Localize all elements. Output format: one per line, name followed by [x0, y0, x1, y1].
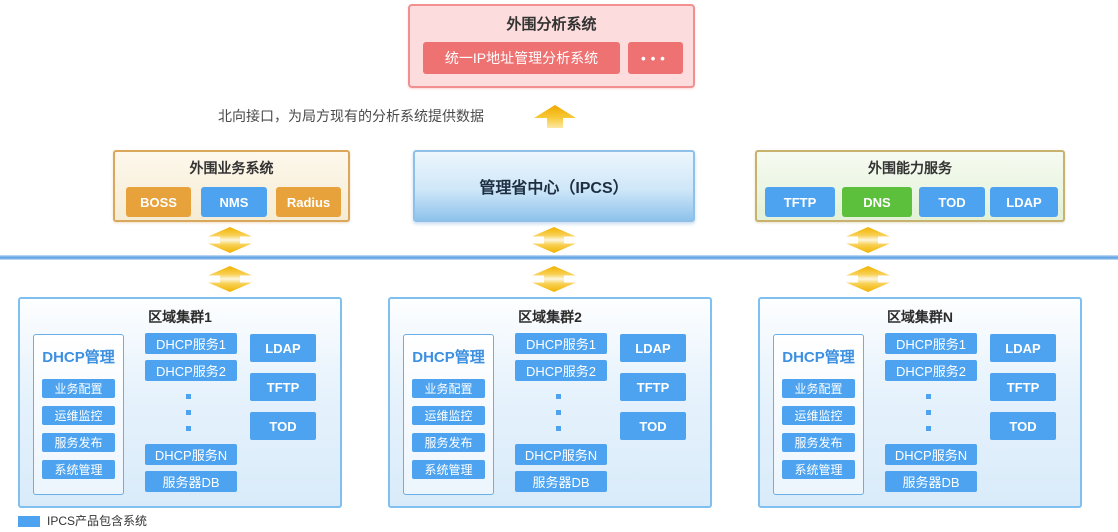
region-cluster-2: 区域集群2 DHCP管理 业务配置 运维监控 服务发布 系统管理 DHCP服务1… — [388, 297, 712, 508]
dhcp-service-block: DHCP服务2 — [515, 360, 607, 381]
unified-ip-analysis-button: 统一IP地址管理分析系统 — [423, 42, 620, 74]
dhcp-mgmt-item: 业务配置 — [412, 379, 485, 398]
dhcp-mgmt-item: 运维监控 — [412, 406, 485, 425]
cluster-title: 区域集群1 — [148, 309, 212, 325]
dhcp-service-block: DHCP服务2 — [885, 360, 977, 381]
dhcp-mgmt-item: 服务发布 — [42, 433, 115, 452]
dhcp-management-title: DHCP管理 — [782, 349, 855, 366]
business-systems-title: 外围业务系统 — [189, 160, 274, 176]
dhcp-mgmt-item: 系统管理 — [412, 460, 485, 479]
ldap-block: LDAP — [620, 334, 686, 362]
dhcp-mgmt-item: 系统管理 — [42, 460, 115, 479]
dhcp-management-title: DHCP管理 — [42, 349, 115, 366]
analysis-system-title: 外围分析系统 — [506, 16, 597, 33]
tftp-block: TFTP — [620, 373, 686, 401]
region-cluster-1: 区域集群1 DHCP管理 业务配置 运维监控 服务发布 系统管理 DHCP服务1… — [18, 297, 342, 508]
dhcp-mgmt-item: 服务发布 — [412, 433, 485, 452]
dhcp-service-block: DHCP服务N — [145, 444, 237, 465]
dhcp-service-block: DHCP服务N — [515, 444, 607, 465]
analysis-system-panel: 外围分析系统 统一IP地址管理分析系统 ••• — [408, 4, 695, 88]
capability-services-panel: 外围能力服务 TFTP DNS TOD LDAP — [755, 150, 1065, 222]
dhcp-service-block: DHCP服务1 — [515, 333, 607, 354]
legend-label: IPCS产品包含系统 — [47, 514, 148, 528]
tftp-block: TFTP — [250, 373, 316, 401]
vertical-ellipsis-icon — [186, 394, 191, 431]
dhcp-mgmt-item: 系统管理 — [782, 460, 855, 479]
cluster-title: 区域集群2 — [518, 309, 582, 325]
dhcp-management-panel: DHCP管理 业务配置 运维监控 服务发布 系统管理 — [403, 334, 494, 495]
dhcp-management-panel: DHCP管理 业务配置 运维监控 服务发布 系统管理 — [773, 334, 864, 495]
legend-swatch — [18, 516, 40, 527]
tod-block: TOD — [990, 412, 1056, 440]
capability-services-title: 外围能力服务 — [868, 160, 952, 176]
northbound-interface-note: 北向接口，为局方现有的分析系统提供数据 — [218, 108, 484, 124]
dhcp-service-block: DHCP服务1 — [145, 333, 237, 354]
vertical-ellipsis-icon — [556, 394, 561, 431]
ldap-block: LDAP — [250, 334, 316, 362]
ldap-block: LDAP — [990, 187, 1058, 217]
server-db-block: 服务器DB — [885, 471, 977, 492]
double-arrow-icon — [207, 266, 253, 292]
provincial-center-panel: 管理省中心（IPCS） — [413, 150, 695, 222]
tftp-block: TFTP — [765, 187, 835, 217]
dhcp-service-block: DHCP服务N — [885, 444, 977, 465]
cluster-title: 区域集群N — [886, 309, 954, 325]
ldap-block: LDAP — [990, 334, 1056, 362]
vertical-ellipsis-icon — [926, 394, 931, 431]
tod-block: TOD — [250, 412, 316, 440]
tftp-block: TFTP — [990, 373, 1056, 401]
server-db-block: 服务器DB — [515, 471, 607, 492]
nms-block: NMS — [201, 187, 267, 217]
server-db-block: 服务器DB — [145, 471, 237, 492]
double-arrow-icon — [531, 227, 577, 253]
dhcp-mgmt-item: 业务配置 — [42, 379, 115, 398]
up-arrow-icon — [534, 105, 576, 128]
business-systems-panel: 外围业务系统 BOSS NMS Radius — [113, 150, 350, 222]
dhcp-service-block: DHCP服务2 — [145, 360, 237, 381]
radius-block: Radius — [276, 187, 341, 217]
double-arrow-icon — [845, 227, 891, 253]
dhcp-mgmt-item: 运维监控 — [782, 406, 855, 425]
double-arrow-icon — [531, 266, 577, 292]
provincial-center-title: 管理省中心（IPCS） — [479, 180, 629, 197]
tod-block: TOD — [919, 187, 985, 217]
region-cluster-n: 区域集群N DHCP管理 业务配置 运维监控 服务发布 系统管理 DHCP服务1… — [758, 297, 1082, 508]
dhcp-service-block: DHCP服务1 — [885, 333, 977, 354]
boss-block: BOSS — [126, 187, 191, 217]
double-arrow-icon — [207, 227, 253, 253]
more-systems-button: ••• — [628, 42, 683, 74]
dns-block: DNS — [842, 187, 912, 217]
dhcp-mgmt-item: 服务发布 — [782, 433, 855, 452]
dhcp-management-panel: DHCP管理 业务配置 运维监控 服务发布 系统管理 — [33, 334, 124, 495]
dhcp-management-title: DHCP管理 — [412, 349, 485, 366]
network-backbone-line — [0, 255, 1118, 260]
dhcp-mgmt-item: 运维监控 — [42, 406, 115, 425]
double-arrow-icon — [845, 266, 891, 292]
dhcp-mgmt-item: 业务配置 — [782, 379, 855, 398]
tod-block: TOD — [620, 412, 686, 440]
